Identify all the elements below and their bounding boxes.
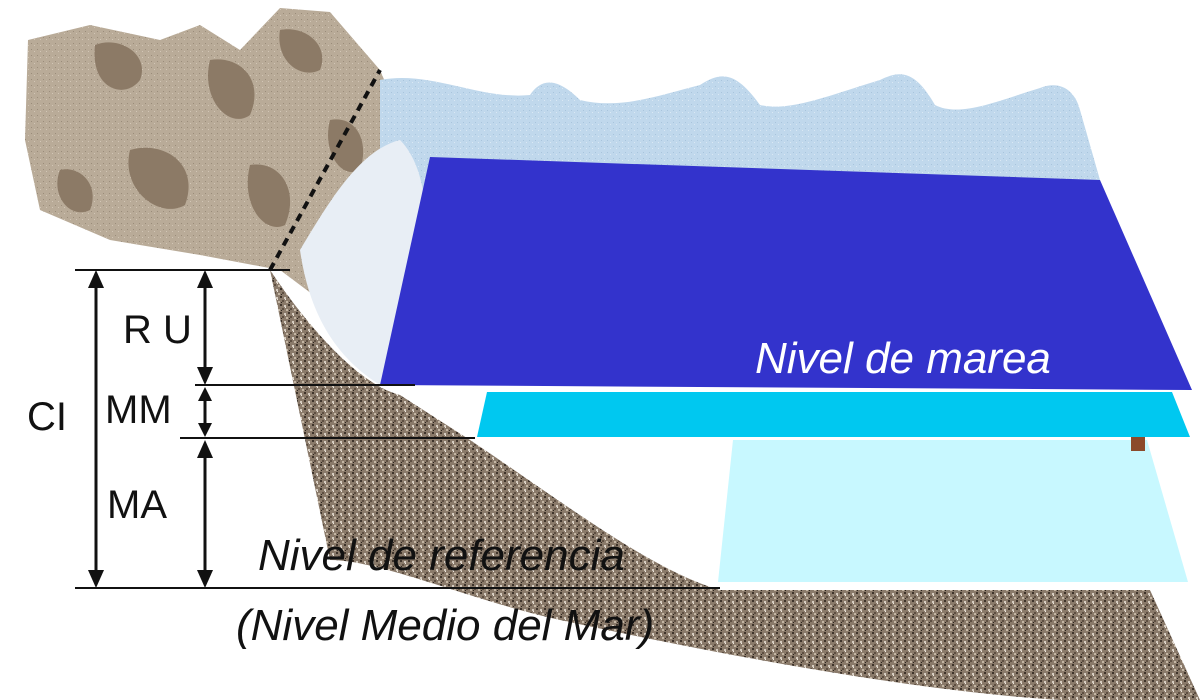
swash-foam (380, 74, 1100, 230)
rock-spot (57, 169, 93, 213)
rock-spot (94, 42, 142, 90)
ma-layer-edge-mark (1131, 437, 1145, 451)
tide-level-label: Nivel de marea (755, 334, 1051, 383)
ci-label: CI (27, 395, 67, 439)
rock-spot (328, 119, 364, 172)
mm-arrow-bottom (198, 423, 212, 437)
ru-label: R U (123, 308, 192, 352)
rock-spot (279, 29, 323, 73)
ci-arrow-top (88, 270, 104, 288)
tide-level-layer (380, 157, 1192, 390)
sand-seabed (270, 270, 1200, 700)
rock-spot (128, 147, 189, 209)
rock-spot (247, 164, 291, 227)
ma-layer (718, 440, 1188, 582)
reference-level-label: Nivel de referencia (258, 531, 625, 580)
ru-arrow-bottom (197, 367, 213, 385)
mm-layer (477, 392, 1190, 437)
run-up-dotted-marker (268, 69, 382, 271)
ci-arrow-bottom (88, 570, 104, 588)
mm-label: MM (105, 388, 172, 432)
ma-arrow-bottom (197, 570, 213, 588)
rock-spot (208, 59, 255, 119)
reference-level-sublabel: (Nivel Medio del Mar) (236, 601, 654, 650)
ru-arrow-top (197, 270, 213, 288)
ma-arrow-top (197, 440, 213, 458)
ma-label: MA (107, 483, 167, 527)
mm-arrow-top (198, 387, 212, 401)
